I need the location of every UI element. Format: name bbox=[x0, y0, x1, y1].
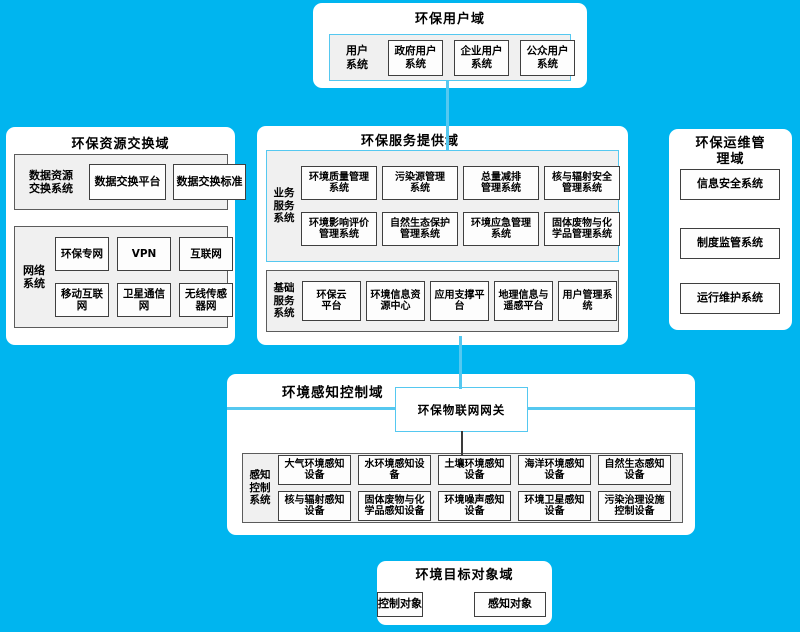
network-systems-panel: 网络 系统 环保专网 VPN 互联网 移动互联 网 卫星通信 网 无线传感 器网 bbox=[14, 226, 233, 328]
user-systems-panel: 用户 系统 政府用户 系统 企业用户 系统 公众用户 系统 bbox=[329, 34, 575, 81]
gateway-to-devices-connector-line bbox=[461, 431, 463, 455]
network-systems-grid: 环保专网 VPN 互联网 移动互联 网 卫星通信 网 无线传感 器网 bbox=[55, 237, 233, 317]
basic-service-grid: 环保云 平台 环境信息资 源中心 应用支撑平 台 地理信息与 遥感平台 用户管理… bbox=[302, 281, 617, 321]
target-object-domain-box: 环境目标对象域 感知对象 控制对象 bbox=[377, 561, 552, 625]
ops-maintenance-domain-box: 环保运维管 理域 制度监管系统 运行维护系统 信息安全系统 bbox=[669, 129, 792, 330]
gis-remote-sensing-platform-box: 地理信息与 遥感平台 bbox=[494, 281, 553, 321]
service-to-sensing-connector-line bbox=[459, 336, 462, 389]
institution-supervision-system-box: 制度监管系统 bbox=[680, 228, 780, 259]
water-sensing-device-box: 水环境感知设 备 bbox=[358, 455, 431, 485]
pollution-control-facility-device-box: 污染治理设施 控制设备 bbox=[598, 491, 671, 521]
total-reduction-mgmt-box: 总量减排 管理系统 bbox=[463, 166, 539, 200]
ocean-sensing-device-box: 海洋环境感知 设备 bbox=[518, 455, 591, 485]
data-exchange-label: 数据资源 交换系统 bbox=[29, 168, 73, 195]
operation-maintenance-system-box: 运行维护系统 bbox=[680, 283, 780, 314]
resource-exchange-domain-box: 环保资源交换域 数据资源 交换系统 数据交换平台 数据交换标准 网络 系统 环保… bbox=[6, 127, 246, 345]
env-quality-mgmt-box: 环境质量管理 系统 bbox=[301, 166, 377, 200]
resource-exchange-domain-title: 环保资源交换域 bbox=[71, 137, 170, 152]
nuclear-radiation-safety-mgmt-box: 核与辐射安全 管理系统 bbox=[544, 166, 620, 200]
user-domain-box: 环保用户域 用户 系统 政府用户 系统 企业用户 系统 公众用户 系统 bbox=[313, 3, 587, 88]
basic-service-label: 基础 服务 系统 bbox=[273, 282, 295, 320]
basic-service-panel: 基础 服务 系统 环保云 平台 环境信息资 源中心 应用支撑平 台 地理信息与 … bbox=[266, 270, 619, 332]
solid-waste-chemicals-mgmt-box: 固体废物与化 学品管理系统 bbox=[544, 212, 620, 246]
data-exchange-panel: 数据资源 交换系统 数据交换平台 数据交换标准 bbox=[14, 154, 246, 210]
sensing-object-box: 感知对象 bbox=[474, 592, 546, 617]
perception-devices-grid: 大气环境感知 设备 水环境感知设 备 土壤环境感知 设备 海洋环境感知 设备 自… bbox=[278, 455, 671, 521]
business-service-panel: 业务 服务 系统 环境质量管理 系统 污染源管理 系统 总量减排 管理系统 核与… bbox=[266, 150, 620, 262]
env-info-resource-center-box: 环境信息资 源中心 bbox=[366, 281, 425, 321]
business-service-label: 业务 服务 系统 bbox=[273, 187, 295, 225]
internet-box: 互联网 bbox=[179, 237, 233, 271]
solid-waste-chemicals-sensing-device-box: 固体废物与化 学品感知设备 bbox=[358, 491, 431, 521]
wireless-sensor-network-box: 无线传感 器网 bbox=[179, 283, 233, 317]
control-object-box: 控制对象 bbox=[377, 592, 423, 617]
ops-maintenance-domain-title: 环保运维管 理域 bbox=[695, 136, 766, 168]
natural-ecology-protection-mgmt-box: 自然生态保护 管理系统 bbox=[382, 212, 458, 246]
env-private-network-box: 环保专网 bbox=[55, 237, 109, 271]
user-domain-title: 环保用户域 bbox=[414, 12, 485, 27]
perception-control-panel: 感知 控制 系统 大气环境感知 设备 水环境感知设 备 土壤环境感知 设备 海洋… bbox=[242, 453, 683, 523]
enterprise-user-system-box: 企业用户 系统 bbox=[454, 39, 509, 76]
perception-control-domain-box: 环境感知控制域 环保物联网网关 感知 控制 系统 大气环境感知 设备 水环境感知… bbox=[227, 374, 695, 535]
mobile-internet-box: 移动互联 网 bbox=[55, 283, 109, 317]
network-systems-label: 网络 系统 bbox=[23, 263, 45, 290]
perception-control-domain-title: 环境感知控制域 bbox=[282, 385, 384, 401]
public-user-system-box: 公众用户 系统 bbox=[520, 39, 575, 76]
application-support-platform-box: 应用支撑平 台 bbox=[430, 281, 489, 321]
business-service-grid: 环境质量管理 系统 污染源管理 系统 总量减排 管理系统 核与辐射安全 管理系统… bbox=[301, 166, 620, 246]
perception-control-label: 感知 控制 系统 bbox=[249, 469, 271, 507]
env-cloud-platform-box: 环保云 平台 bbox=[302, 281, 361, 321]
vpn-box: VPN bbox=[117, 237, 171, 271]
data-exchange-platform-box: 数据交换平台 bbox=[89, 164, 166, 200]
information-security-system-box: 信息安全系统 bbox=[680, 168, 780, 200]
noise-sensing-device-box: 环境噪声感知 设备 bbox=[438, 491, 511, 521]
user-mgmt-system-box: 用户管理系 统 bbox=[558, 281, 617, 321]
env-emergency-mgmt-box: 环境应急管理 系统 bbox=[463, 212, 539, 246]
government-user-system-box: 政府用户 系统 bbox=[388, 39, 443, 76]
natural-ecology-sensing-device-box: 自然生态感知 设备 bbox=[598, 455, 671, 485]
atmosphere-sensing-device-box: 大气环境感知 设备 bbox=[278, 455, 351, 485]
satellite-network-box: 卫星通信 网 bbox=[117, 283, 171, 317]
satellite-sensing-device-box: 环境卫星感知 设备 bbox=[518, 491, 591, 521]
user-systems-label: 用户 系统 bbox=[346, 44, 368, 71]
pollution-source-mgmt-box: 污染源管理 系统 bbox=[382, 166, 458, 200]
service-provision-domain-title: 环保服务提供域 bbox=[360, 134, 459, 149]
env-impact-assessment-mgmt-box: 环境影响评价 管理系统 bbox=[301, 212, 377, 246]
soil-sensing-device-box: 土壤环境感知 设备 bbox=[438, 455, 511, 485]
iot-gateway-box: 环保物联网网关 bbox=[395, 387, 528, 432]
nuclear-radiation-sensing-device-box: 核与辐射感知 设备 bbox=[278, 491, 351, 521]
service-provision-domain-box: 环保服务提供域 业务 服务 系统 环境质量管理 系统 污染源管理 系统 总量减排… bbox=[257, 126, 628, 345]
target-object-domain-title: 环境目标对象域 bbox=[415, 568, 514, 583]
user-to-service-connector-line bbox=[446, 80, 449, 151]
data-exchange-standard-box: 数据交换标准 bbox=[173, 164, 246, 200]
